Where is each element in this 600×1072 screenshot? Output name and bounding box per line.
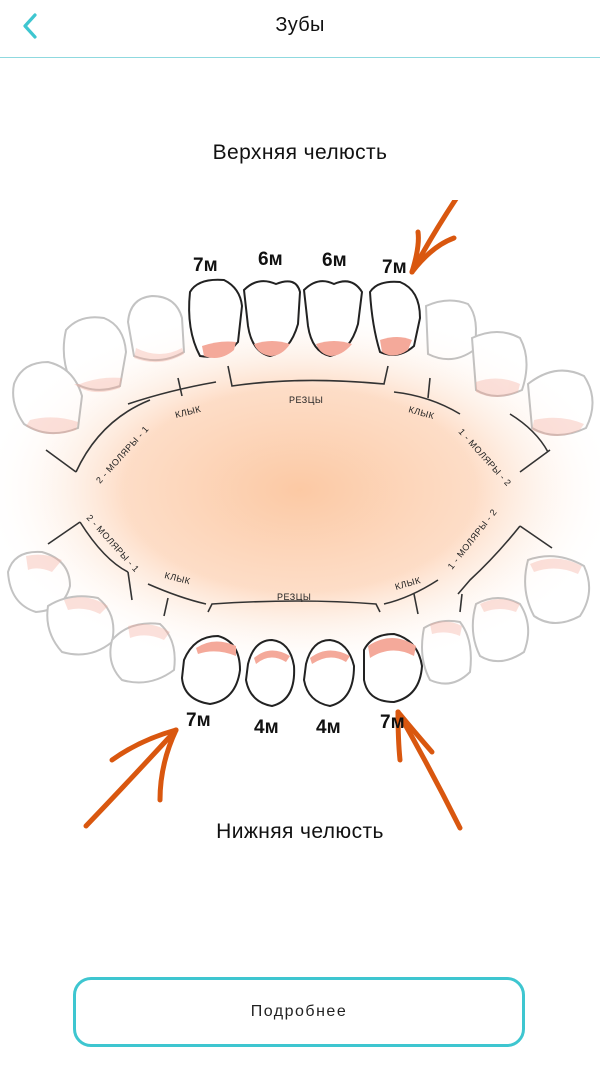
- chevron-left-icon: [23, 13, 37, 39]
- lower-age-label: 7м: [380, 712, 405, 733]
- upper-incisors-label: РЕЗЦЫ: [289, 395, 323, 405]
- annotation-arrows: [83, 200, 463, 831]
- group-brackets: [45, 365, 553, 617]
- upper-age-label: 7м: [193, 255, 218, 276]
- upper-faded-teeth: [12, 294, 594, 436]
- upper-age-label: 6м: [322, 250, 347, 271]
- lower-faded-teeth: [6, 550, 591, 685]
- app-header: Зубы: [0, 0, 600, 58]
- upper-age-label: 6м: [258, 249, 283, 270]
- lower-incisors-label: РЕЗЦЫ: [277, 592, 311, 602]
- upper-jaw-title: Верхняя челюсть: [212, 141, 388, 164]
- lower-faded-gums: [26, 554, 582, 640]
- lower-age-label: 4м: [254, 717, 279, 738]
- lower-jaw-title: Нижняя челюсть: [216, 820, 384, 843]
- upper-incisors: [188, 278, 422, 358]
- back-button[interactable]: [12, 8, 48, 44]
- upper-faded-gums: [26, 348, 584, 436]
- page-title: Зубы: [275, 14, 325, 36]
- more-details-button[interactable]: Подробнее: [73, 977, 525, 1047]
- upper-age-label: 7м: [382, 257, 407, 278]
- lower-age-label: 4м: [316, 717, 341, 738]
- lower-incisors: [180, 632, 424, 708]
- teeth-diagram: 7м 6м 6м 7м 7м 4м 4м 7м РЕЗЦЫ КЛЫК КЛЫК …: [0, 200, 600, 831]
- lower-age-label: 7м: [186, 710, 211, 731]
